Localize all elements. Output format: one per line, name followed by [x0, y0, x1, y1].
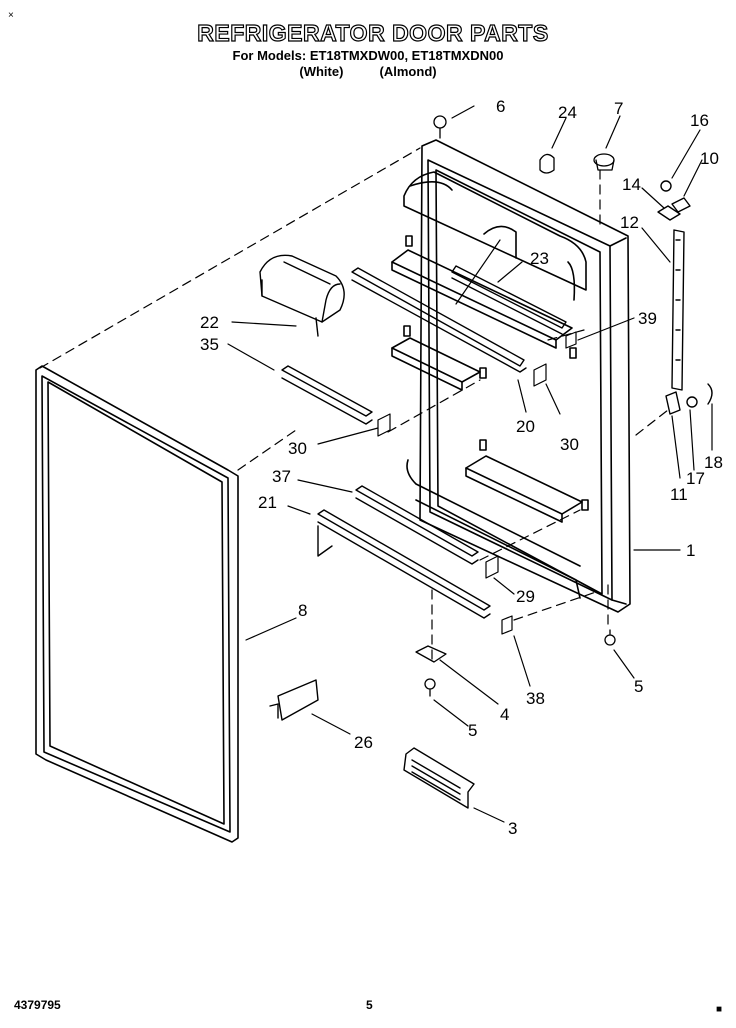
corner-mark-bottom-right: ■ [716, 1004, 723, 1015]
callout-7: 7 [614, 99, 623, 118]
document-number: 4379795 [14, 998, 61, 1012]
corner-mark-top-left: × [8, 10, 14, 21]
callout-8: 8 [298, 601, 307, 620]
callout-3: 3 [508, 819, 517, 838]
callout-26: 26 [354, 733, 373, 752]
callout-23: 23 [530, 249, 549, 268]
callout-14: 14 [622, 175, 641, 194]
callout-21: 21 [258, 493, 277, 512]
callout-5-right: 5 [634, 677, 643, 696]
dashed-guide-lines [39, 147, 669, 661]
rail-brackets [377, 331, 577, 635]
callout-30-left: 30 [288, 439, 307, 458]
callout-35: 35 [200, 335, 219, 354]
accessory-parts [269, 679, 475, 809]
callout-5-center: 5 [468, 721, 477, 740]
shelf-rails [281, 265, 567, 619]
callout-37: 37 [272, 467, 291, 486]
door-gasket [35, 365, 239, 843]
callout-4: 4 [500, 705, 509, 724]
model-numbers: For Models: ET18TMXDW00, ET18TMXDN00 [232, 48, 504, 63]
callout-24: 24 [558, 103, 577, 122]
callout-6: 6 [496, 97, 505, 116]
fasteners [415, 115, 616, 697]
callout-22: 22 [200, 313, 219, 332]
callout-29: 29 [516, 587, 535, 606]
callout-1: 1 [686, 541, 695, 560]
callout-12: 12 [620, 213, 639, 232]
callout-30-right: 30 [560, 435, 579, 454]
callout-20: 20 [516, 417, 535, 436]
callout-18: 18 [704, 453, 723, 472]
page-number: 5 [366, 998, 373, 1012]
door-liner [391, 139, 631, 613]
callout-38: 38 [526, 689, 545, 708]
hinge-hardware [657, 180, 713, 415]
callout-10: 10 [700, 149, 719, 168]
callout-11: 11 [670, 485, 688, 504]
leader-lines [227, 105, 713, 823]
diagram-title: REFRIGERATOR DOOR PARTS [197, 19, 549, 46]
callout-17: 17 [686, 469, 705, 488]
model-colors: (White) (Almond) [299, 64, 437, 79]
callout-16: 16 [690, 111, 709, 130]
dairy-door [259, 254, 345, 337]
callout-39: 39 [638, 309, 657, 328]
